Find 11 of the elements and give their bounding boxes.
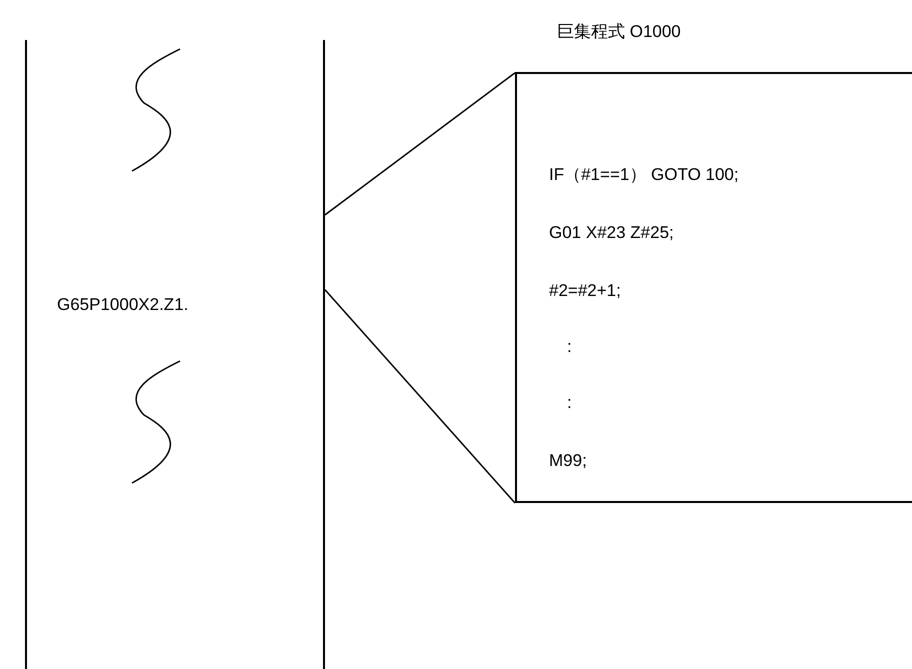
code-line: : bbox=[567, 337, 572, 357]
main-program-band bbox=[25, 40, 325, 669]
code-line: : bbox=[567, 393, 572, 413]
code-line: G01 X#23 Z#25; bbox=[549, 223, 674, 243]
code-line: IF（#1==1） GOTO 100; bbox=[549, 165, 739, 185]
program-heading: 巨集程式 O1000 bbox=[557, 22, 681, 42]
expansion-line bbox=[324, 289, 516, 504]
code-line: #2=#2+1; bbox=[549, 281, 621, 301]
macro-call-code: G65P1000X2.Z1. bbox=[57, 295, 188, 315]
expansion-line bbox=[324, 72, 516, 216]
code-line: M99; bbox=[549, 451, 587, 471]
